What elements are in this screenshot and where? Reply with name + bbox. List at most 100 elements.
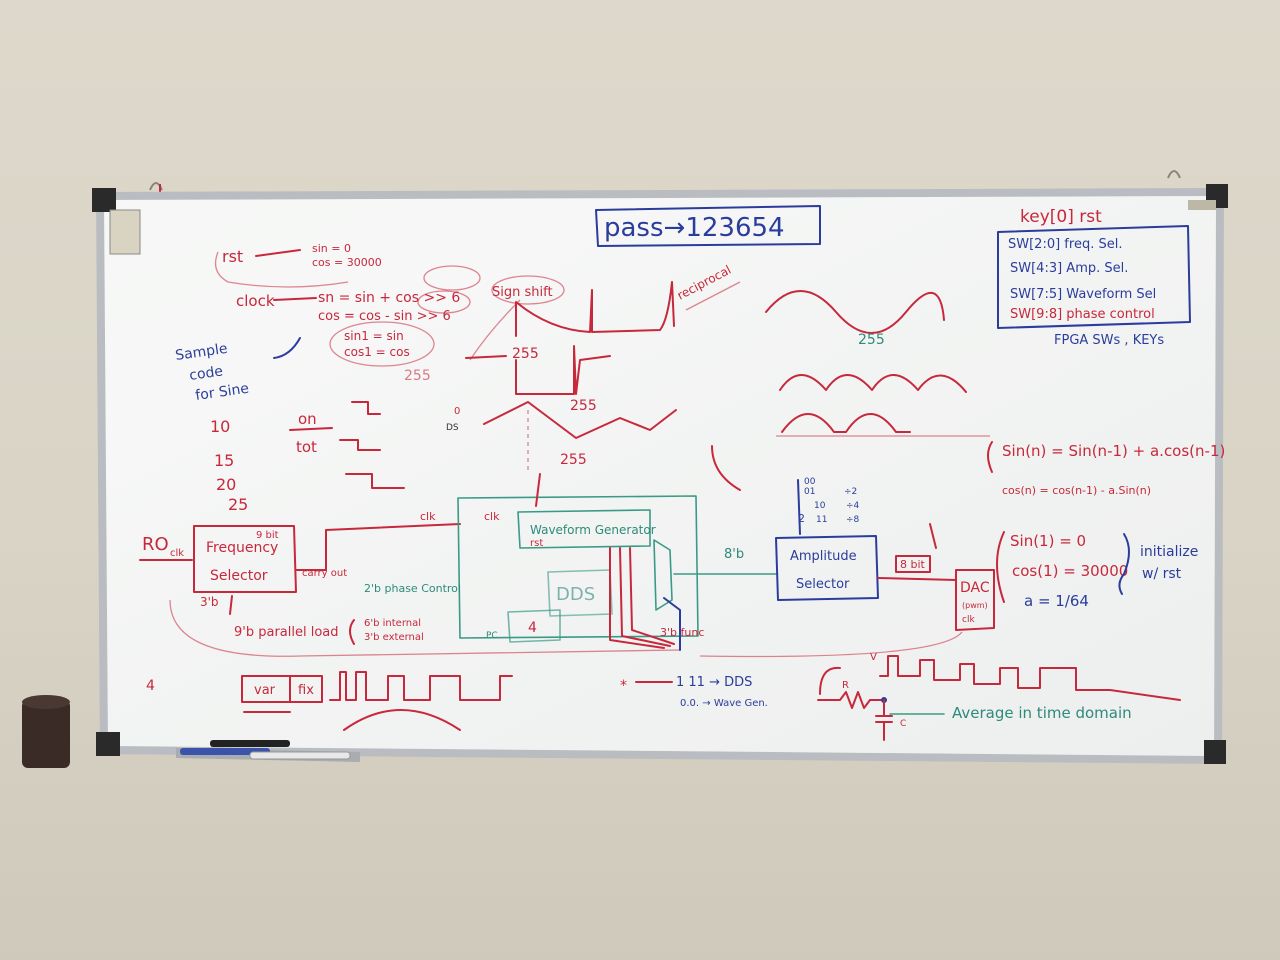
- rc-loop: [819, 666, 841, 695]
- freq-title: Frequency: [206, 540, 278, 556]
- clk-mid-label: clk: [420, 510, 436, 523]
- controls-box: [997, 225, 1191, 329]
- arrow-dds: 1 11 → DDS: [676, 675, 752, 690]
- controls-header: key[0] rst: [1020, 207, 1102, 227]
- amplitude-selector-box: [775, 535, 879, 601]
- wave-rectified-half: [781, 413, 911, 433]
- marker-white: [249, 751, 351, 760]
- wave-255-b: 255: [404, 368, 431, 384]
- v-label: V: [870, 652, 877, 663]
- waveform-square: [465, 345, 611, 395]
- circle-sin-shift: [417, 290, 471, 314]
- sign-shift-curve: [469, 299, 521, 361]
- note-sin0: sin = 0: [312, 242, 351, 255]
- circle-cos-shift: [423, 265, 481, 291]
- phase-control-label: 2'b phase Control: [364, 582, 461, 595]
- arrow-wave: 0.0. → Wave Gen.: [680, 698, 768, 709]
- amp-title: Amplitude: [790, 549, 857, 564]
- resistor: [817, 691, 887, 709]
- duty-value-25: 25: [228, 495, 248, 514]
- dac-label: DAC: [960, 580, 990, 596]
- duty-tot-label: tot: [296, 438, 317, 456]
- wave-255-d: 255: [560, 452, 587, 468]
- wave-ds: DS: [446, 423, 459, 433]
- duty-value-20: 20: [216, 475, 236, 494]
- eq-wrst: w/ rst: [1142, 566, 1182, 582]
- amp-row-01: 01: [804, 487, 815, 497]
- wavegen-outer-box: [457, 495, 699, 639]
- duty-divider: [289, 427, 333, 431]
- mux-shape: [653, 539, 673, 611]
- feedback-line: [169, 599, 681, 657]
- reciprocal-underline: [685, 281, 741, 311]
- pwm-wave-left: [329, 671, 513, 701]
- fix-box: [289, 675, 323, 703]
- amp-div-2: ÷2: [844, 487, 857, 497]
- marker-black: [210, 740, 290, 747]
- board-glare: [104, 196, 1216, 756]
- select-lines: [609, 547, 675, 649]
- amp-select-arrow: [797, 479, 801, 535]
- average-label: Average in time domain: [952, 704, 1132, 722]
- duty-step-1: [351, 401, 381, 415]
- corner-top-left: [92, 188, 116, 212]
- to-dac-line: [877, 577, 957, 581]
- duty-value-10: 10: [210, 417, 230, 436]
- corner-bottom-left: [96, 732, 120, 756]
- internal-label: 6'b internal: [364, 618, 421, 629]
- amp-row-10: 10: [814, 501, 826, 511]
- clk-in-label: clk: [170, 548, 184, 559]
- wave-zero: 0: [454, 406, 460, 417]
- password-box: [595, 205, 821, 247]
- wall-hook-right: [1167, 170, 1181, 179]
- note-cos0: cos = 30000: [312, 256, 382, 269]
- eraser-holder: [22, 700, 70, 768]
- dac-clk-line: [699, 631, 963, 658]
- eq-brace-3: [1118, 533, 1130, 595]
- wave-arc: [711, 445, 741, 491]
- note-loop: [214, 251, 349, 288]
- star-mark: *: [620, 678, 627, 694]
- marker-blue: [180, 748, 270, 755]
- control-line-1: SW[2:0] freq. Sel.: [1008, 237, 1122, 252]
- side-note: 4: [146, 678, 155, 694]
- carry-line: [295, 523, 461, 571]
- sample-line-3: for Sine: [194, 381, 250, 404]
- eq-sin-n: Sin(n) = Sin(n-1) + a.cos(n-1): [1002, 442, 1225, 460]
- pwm-wave-right: [879, 655, 1181, 701]
- func-3b-label: 3'b func: [660, 626, 704, 639]
- eraser-holder-top: [22, 695, 70, 709]
- sample-arrow: [273, 337, 301, 359]
- circle-sin1-cos1: [329, 321, 435, 367]
- freq-selector-box: [193, 525, 297, 593]
- amp-div-8: ÷8: [846, 515, 860, 525]
- waveform-generator-label: Waveform Generator: [530, 523, 656, 537]
- freq-input-arrow: [229, 595, 233, 615]
- dac-box: [955, 569, 995, 631]
- eq-initialize: initialize: [1140, 544, 1198, 560]
- external-label: 3'b external: [364, 632, 424, 643]
- duty-step-3: [345, 473, 405, 489]
- eq-brace-2: [996, 531, 1005, 603]
- load-brace: [349, 619, 355, 645]
- amp-div-4: ÷4: [846, 501, 860, 511]
- c-label: C: [900, 719, 906, 729]
- dac-sub: (pwm): [962, 601, 988, 610]
- note-cos-update: cos = cos - sin >> 6: [318, 309, 451, 324]
- eq-a: a = 1/64: [1024, 592, 1089, 610]
- controls-footer: FPGA SWs , KEYs: [1054, 333, 1164, 348]
- eight-bit-label: 8 bit: [900, 558, 926, 571]
- sample-line-1: Sample: [174, 341, 228, 364]
- eight-bit-box: [895, 555, 931, 573]
- dds-label: DDS: [556, 584, 595, 605]
- rst-arrow: [255, 249, 301, 257]
- phase-box: [507, 609, 561, 643]
- duty-value-15: 15: [214, 451, 234, 470]
- sample-line-2: code: [188, 363, 224, 384]
- amp-shift: 2: [798, 512, 805, 525]
- wave-sine: [765, 290, 945, 334]
- duty-step-2: [339, 439, 381, 451]
- fix-label: fix: [298, 683, 314, 698]
- board-label-sticker: [109, 209, 141, 255]
- waveform-sawtooth: [515, 281, 675, 337]
